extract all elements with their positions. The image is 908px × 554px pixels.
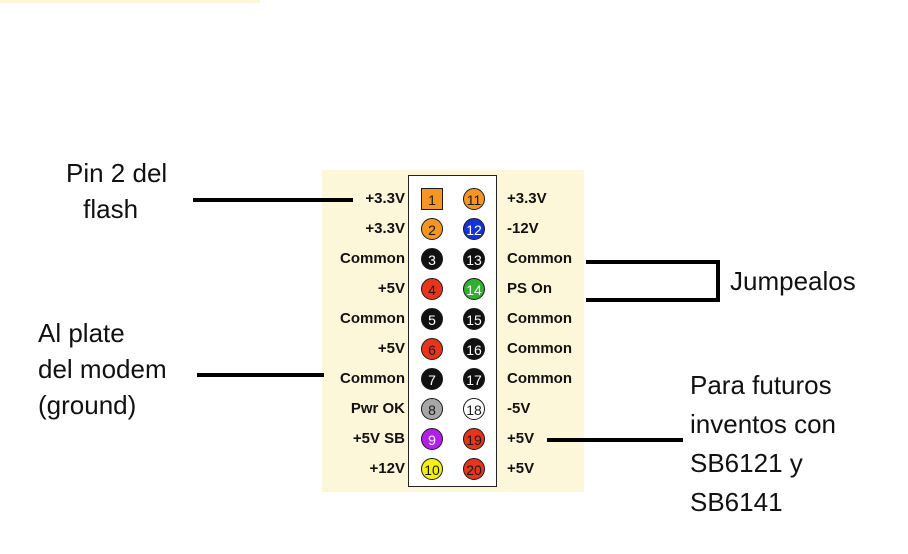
pin-13: 13 (463, 248, 485, 270)
pin-15: 15 (463, 308, 485, 330)
pin-3: 3 (421, 248, 443, 270)
annotation-line: SB6141 (690, 487, 783, 517)
pin-10: 10 (421, 458, 443, 480)
pin-label-right: -12V (507, 220, 539, 237)
pin-label-left: Common (340, 250, 405, 267)
pin-19: 19 (463, 428, 485, 450)
pointer-line-pin2-flash (193, 198, 353, 202)
pin-label-right: +3.3V (507, 190, 547, 207)
pin-label-right: Common (507, 370, 572, 387)
annotation-line: inventos con (690, 409, 836, 439)
pin-5: 5 (421, 308, 443, 330)
bracket-top-line (586, 260, 720, 264)
pin-label-left: Common (340, 310, 405, 327)
annotation-future: Para futuros inventos con SB6121 y SB614… (690, 366, 836, 522)
pin-6: 6 (421, 338, 443, 360)
pin-label-right: -5V (507, 400, 531, 417)
bracket-vertical-line (716, 260, 720, 302)
pin-17: 17 (463, 368, 485, 390)
annotation-line: Jumpealos (730, 266, 856, 296)
pin-label-right: Common (507, 310, 572, 327)
pin-label-left: +12V (369, 460, 405, 477)
pin-7: 7 (421, 368, 443, 390)
annotation-pin2-flash: Pin 2 del flash (66, 155, 167, 227)
pin-4: 4 (421, 278, 443, 300)
top-highlight-strip (0, 0, 260, 3)
pin-label-left: +5V SB (352, 430, 405, 447)
pin-label-right: Common (507, 250, 572, 267)
pin-label-right: PS On (507, 280, 553, 297)
pin-2: 2 (421, 218, 443, 240)
pin-14: 14 (463, 278, 485, 300)
annotation-ground: Al plate del modem (ground) (38, 315, 167, 423)
pin-16: 16 (463, 338, 485, 360)
pin-9: 9 (421, 428, 443, 450)
pin-label-left: +3.3V (365, 190, 405, 207)
annotation-jumpers: Jumpealos (730, 263, 856, 299)
annotation-line: Al plate (38, 318, 125, 348)
pin-20: 20 (463, 458, 485, 480)
pin-label-left: Common (340, 370, 405, 387)
annotation-line: flash (83, 194, 139, 224)
pin-18: 18 (463, 398, 485, 420)
annotation-line: del modem (38, 354, 167, 384)
pin-label-right: Common (507, 340, 572, 357)
pin-label-right: +5V (507, 430, 535, 447)
annotation-line: SB6121 y (690, 448, 803, 478)
pin-8: 8 (421, 398, 443, 420)
annotation-line: Para futuros (690, 370, 832, 400)
annotation-line: Pin 2 del (66, 158, 168, 188)
pin-label-left: +5V (377, 280, 405, 297)
pin-label-left: +5V (377, 340, 405, 357)
annotation-line: (ground) (38, 390, 137, 420)
pin-11: 11 (463, 188, 485, 210)
pin-1: 1 (421, 188, 443, 210)
pin-label-right: +5V (507, 460, 535, 477)
pin-12: 12 (463, 218, 485, 240)
pointer-line-ground (197, 373, 324, 377)
pin-label-left: Pwr OK (350, 400, 405, 417)
bracket-bottom-line (586, 298, 720, 302)
pointer-line-future (547, 438, 683, 442)
pin-label-left: +3.3V (365, 220, 405, 237)
